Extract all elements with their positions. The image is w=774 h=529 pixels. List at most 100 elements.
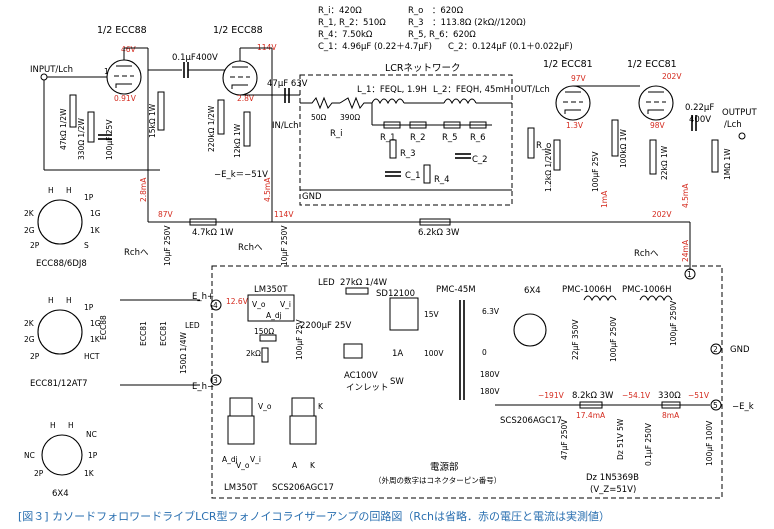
r-220k	[217, 99, 225, 135]
led-small-label: LED	[185, 321, 200, 330]
x4-pin-h2: H	[68, 421, 74, 430]
r3-resistor	[389, 139, 397, 159]
r-390-label: 390Ω	[340, 113, 360, 122]
r-6k2-label: 6.2kΩ 3W	[418, 228, 460, 238]
v4-label: 1/2 ECC81	[627, 59, 677, 70]
v-126: 12.6V	[226, 297, 249, 306]
pin-1-connector	[684, 268, 696, 280]
psu-box	[211, 265, 723, 499]
r-1m-label: 1MΩ 1W	[723, 148, 732, 180]
r-1k2	[553, 139, 561, 171]
r-47k	[69, 94, 77, 128]
output-label-2: /Lch	[724, 120, 742, 130]
ecc81-name: ECC81/12AT7	[30, 379, 88, 389]
c-22-label: 22μF 350V	[571, 319, 580, 360]
r2-label: R_2	[410, 133, 426, 143]
l1-label: L_1：FEQL, 1.9H	[357, 85, 427, 95]
pinout-6x4: H H NC 1P 1K NC 2P 6X4	[24, 421, 98, 499]
const-r1r2: R_1, R_2：510Ω	[318, 18, 386, 28]
tap-15v: 15V	[424, 310, 440, 319]
ecc88-pin-2k: 2K	[24, 209, 35, 218]
r1-label: R_1	[380, 133, 396, 143]
scs-body	[289, 415, 317, 445]
led-label: LED	[318, 278, 335, 288]
pin-5-connector	[710, 399, 722, 411]
r-27k	[345, 287, 369, 295]
output-label: OUTPUT	[722, 108, 757, 118]
r-47k-label: 47kΩ 1/2W	[59, 108, 68, 150]
ecc81-pin-2g: 2G	[24, 335, 35, 344]
v1-label: 1/2 ECC88	[97, 25, 147, 36]
pin-5-number: 5	[713, 401, 718, 410]
lm350-pkg-vi: V_i	[250, 455, 261, 464]
c2-label: C_2	[472, 155, 488, 165]
c-022-label: 0.22μF	[685, 103, 714, 113]
sd12100-bridge	[389, 297, 419, 331]
pin-4-connector	[210, 299, 222, 311]
ecc88-name: ECC88/6DJ8	[36, 259, 87, 269]
r-1k2-label: 1.2kΩ 1/2W	[544, 148, 553, 192]
input-label: INPUT/Lch	[30, 65, 73, 75]
ecc88-pin-s: S	[84, 241, 89, 250]
ek-label: −E_k＝−51V	[214, 170, 268, 180]
r-4k7	[189, 218, 217, 226]
r-1m	[711, 139, 719, 173]
lm350-vo: V_o	[252, 300, 266, 309]
v3-cathode-voltage: 1.3V	[566, 121, 584, 130]
i-1: 1mA	[600, 190, 609, 208]
x4-base	[41, 434, 83, 476]
r4-label: R_4	[434, 175, 450, 185]
x4-pin-1p: 1P	[88, 451, 98, 460]
stage3-ecc81: 1/2 ECC81 97V 1.3V 1.2kΩ 1/2W 100μF 25V …	[543, 59, 640, 192]
ecc81-pin-1g: 1G	[90, 319, 101, 328]
ecc88-pin-h1: H	[48, 186, 54, 195]
v-202b: 202V	[652, 210, 672, 219]
lm350-pkg-adj: A_dj	[222, 455, 238, 464]
l1-inductor	[371, 98, 405, 105]
lm350-pkg-vo: V_o	[258, 402, 272, 411]
i-45: 4.5mA	[263, 177, 272, 202]
choke-2	[639, 295, 673, 302]
c-100e-label: 100μF 250V	[669, 300, 678, 346]
const-c2: C_2：0.124μF (0.1＋0.022μF)	[448, 42, 573, 52]
tap-100v: 100V	[424, 349, 444, 358]
v3-cathode	[564, 109, 581, 114]
pinout-ecc81: H H 1P 1G 1K HCT 2K 2G 2P ECC81/12AT7	[24, 296, 101, 389]
c-01b-label: 0.1μF 250V	[644, 422, 653, 466]
ecc88-pin-1g: 1G	[90, 209, 101, 218]
lm350-regulator	[247, 294, 295, 322]
ecc81-pin-1k: 1K	[90, 335, 101, 344]
sd12100-label: SD12100	[376, 289, 415, 299]
tap-0: 0	[482, 348, 487, 357]
ro-resistor	[527, 127, 535, 159]
ehm-label: E_h−	[192, 382, 214, 392]
rch-label-1: Rchへ	[124, 248, 149, 258]
power-supply: 12.6V 4 3 LM350T V_o V_i A_dj 150Ω 2kΩ 1…	[210, 265, 754, 499]
v1-pin7: 1	[104, 67, 109, 76]
tap-180a: 180V	[480, 370, 500, 379]
const-c1: C_1：4.96μF (0.22＋4.7μF)	[318, 42, 432, 52]
r5-label: R_5	[442, 133, 458, 143]
pmc1-label: PMC-1006H	[562, 285, 612, 295]
r4-resistor	[423, 164, 431, 184]
lcr-network: LCRネットワーク L_1：FEQL, 1.9H L_2：FEQH, 45mH …	[299, 63, 551, 206]
v4-cathode	[647, 109, 664, 114]
ecc88-pin-2g: 2G	[24, 226, 35, 235]
c-10a-label: 10μF 250V	[163, 225, 172, 266]
r-12k-label: 12kΩ 1W	[233, 123, 242, 158]
v5-label: 6X4	[524, 286, 541, 296]
ek2-label: −E_k	[732, 402, 754, 412]
r-390	[339, 96, 372, 110]
r-2k-label: 2kΩ	[246, 349, 261, 358]
sw-label: SW	[390, 377, 404, 387]
v-87: 87V	[158, 210, 174, 219]
ecc88-pin-1p: 1P	[84, 193, 94, 202]
stage2-ecc88: 1/2 ECC88 114V 2.8V 220kΩ 1/2W 12kΩ 1W −…	[207, 25, 308, 222]
component-values-list: R_i：420Ω R_o ：620Ω R_1, R_2：510Ω R_3 ：11…	[318, 6, 573, 52]
r-330b	[661, 401, 681, 409]
l2-label: L_2：FEQH, 45mH	[433, 85, 510, 95]
pmc45-label: PMC-45M	[436, 285, 476, 295]
pmc2-label: PMC-1006H	[622, 285, 672, 295]
v4-tube-symbol	[638, 85, 674, 121]
